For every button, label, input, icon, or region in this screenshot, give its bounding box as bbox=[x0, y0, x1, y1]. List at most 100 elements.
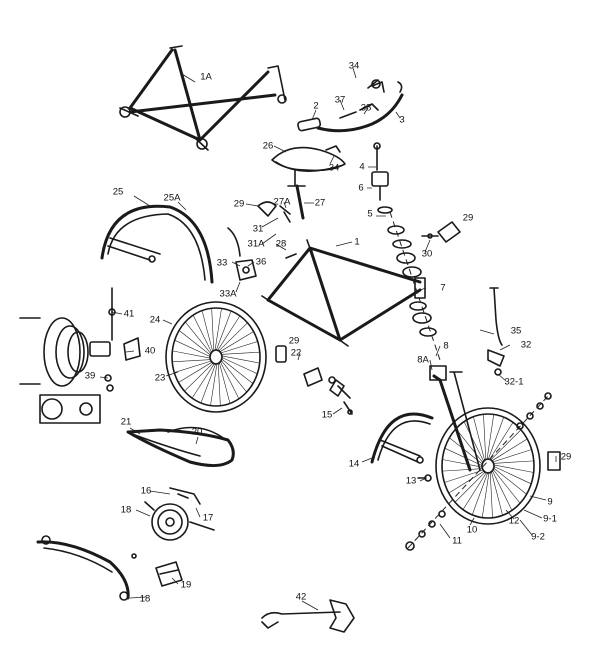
label-18: 18 bbox=[139, 593, 151, 605]
wheel-spoke bbox=[444, 447, 484, 467]
wrench-42 bbox=[261, 599, 355, 633]
wheel-spoke bbox=[462, 471, 488, 510]
stem-4-6 bbox=[371, 142, 393, 214]
label-9: 9 bbox=[547, 496, 553, 508]
wheel-spoke bbox=[489, 471, 493, 518]
wheel-spoke bbox=[488, 422, 514, 461]
label-11: 11 bbox=[452, 535, 462, 547]
label-24: 24 bbox=[149, 314, 161, 326]
wheel-spoke bbox=[174, 339, 212, 358]
wheel-spoke bbox=[490, 438, 528, 462]
wheel-spoke bbox=[184, 362, 215, 392]
wheel-spoke bbox=[442, 459, 484, 468]
label-40: 40 bbox=[144, 345, 156, 357]
label-29: 29 bbox=[560, 451, 572, 463]
wheel-spoke bbox=[192, 315, 213, 354]
wheel-spoke bbox=[492, 464, 534, 473]
chainwheel-16-17 bbox=[144, 487, 215, 541]
label-18: 18 bbox=[120, 504, 132, 516]
wheel-spoke bbox=[219, 360, 240, 399]
wheel-spoke bbox=[492, 467, 527, 495]
front-fender-14 bbox=[370, 412, 434, 464]
label-28: 28 bbox=[275, 238, 287, 250]
wheel-spoke bbox=[215, 310, 232, 352]
wheel-spoke bbox=[210, 362, 218, 406]
kickstand-18 bbox=[36, 535, 137, 601]
label-36: 36 bbox=[255, 256, 267, 268]
label-30: 30 bbox=[421, 248, 433, 260]
label-29: 29 bbox=[233, 198, 245, 210]
wheel-spoke bbox=[486, 414, 495, 461]
label-1A: 1A bbox=[200, 71, 212, 83]
wheel-spoke bbox=[442, 468, 484, 472]
wheel-spoke bbox=[449, 437, 484, 465]
wheel-spoke bbox=[201, 310, 214, 353]
label-7: 7 bbox=[440, 282, 446, 294]
wheel-spoke bbox=[217, 362, 221, 406]
wheel-spoke bbox=[448, 470, 486, 494]
label-10: 10 bbox=[466, 524, 478, 536]
rear-wheel-23-24 bbox=[165, 301, 267, 413]
rear-brake-22-29 bbox=[275, 345, 353, 415]
wheel-spoke bbox=[492, 465, 532, 485]
rear-hub-parts bbox=[19, 287, 141, 424]
label-8A: 8A bbox=[417, 354, 429, 366]
label-4: 4 bbox=[359, 161, 365, 173]
headset-5-7 bbox=[387, 211, 441, 361]
label-37: 37 bbox=[334, 94, 346, 106]
wheel-spoke bbox=[473, 416, 486, 462]
label-25: 25 bbox=[112, 186, 124, 198]
label-15: 15 bbox=[321, 409, 333, 421]
rear-fender-25 bbox=[100, 204, 214, 284]
wheel-spoke bbox=[483, 414, 487, 461]
wheel-spoke bbox=[490, 470, 503, 516]
label-29: 29 bbox=[288, 335, 300, 347]
label-21: 21 bbox=[120, 416, 132, 428]
label-12: 12 bbox=[508, 515, 520, 527]
wheel-spoke bbox=[218, 361, 231, 404]
wheel-spoke bbox=[191, 362, 216, 399]
wheel-spoke bbox=[200, 362, 217, 404]
wheel-spoke bbox=[455, 428, 484, 464]
label-16: 16 bbox=[140, 485, 152, 497]
wheel-spoke bbox=[217, 322, 248, 352]
front-wheel-9 bbox=[435, 407, 541, 525]
wheel-spoke bbox=[172, 359, 212, 363]
label-41: 41 bbox=[123, 308, 135, 320]
brake-cable-35-32 bbox=[487, 287, 505, 376]
wheel-spoke bbox=[220, 356, 258, 375]
wheel-spoke bbox=[463, 421, 485, 463]
wheel-spoke bbox=[178, 330, 212, 356]
wheel-spoke bbox=[220, 355, 260, 364]
wheel-spoke bbox=[211, 308, 215, 352]
handlebar-assembly bbox=[297, 79, 404, 133]
wheel-spoke bbox=[491, 449, 532, 463]
wheel-spoke bbox=[454, 471, 487, 503]
wheel-spoke bbox=[487, 417, 505, 461]
front-axle-parts-11 bbox=[405, 392, 561, 551]
label-8: 8 bbox=[443, 340, 449, 352]
front-fork-8 bbox=[429, 365, 481, 472]
pedal-19 bbox=[155, 561, 183, 587]
label-22: 22 bbox=[290, 347, 302, 359]
wheel-spoke bbox=[214, 308, 222, 352]
label-6: 6 bbox=[358, 182, 364, 194]
reflector-29-30 bbox=[421, 221, 461, 243]
label-31A: 31A bbox=[247, 238, 265, 250]
wheel-spoke bbox=[216, 315, 241, 352]
label-39: 39 bbox=[84, 370, 96, 382]
seatpost-brake-parts bbox=[227, 184, 305, 281]
label-31: 31 bbox=[252, 223, 264, 235]
label-33: 33 bbox=[216, 257, 228, 269]
label-34: 34 bbox=[348, 60, 360, 72]
wheel-spoke bbox=[491, 469, 513, 511]
label-5: 5 bbox=[367, 208, 373, 220]
label-19: 19 bbox=[180, 579, 192, 591]
label-38: 38 bbox=[360, 102, 372, 114]
label-25A: 25A bbox=[163, 192, 181, 204]
leader-lines bbox=[99, 67, 557, 611]
main-frame-1 bbox=[261, 239, 426, 347]
small-parts-13-15 bbox=[337, 385, 432, 482]
